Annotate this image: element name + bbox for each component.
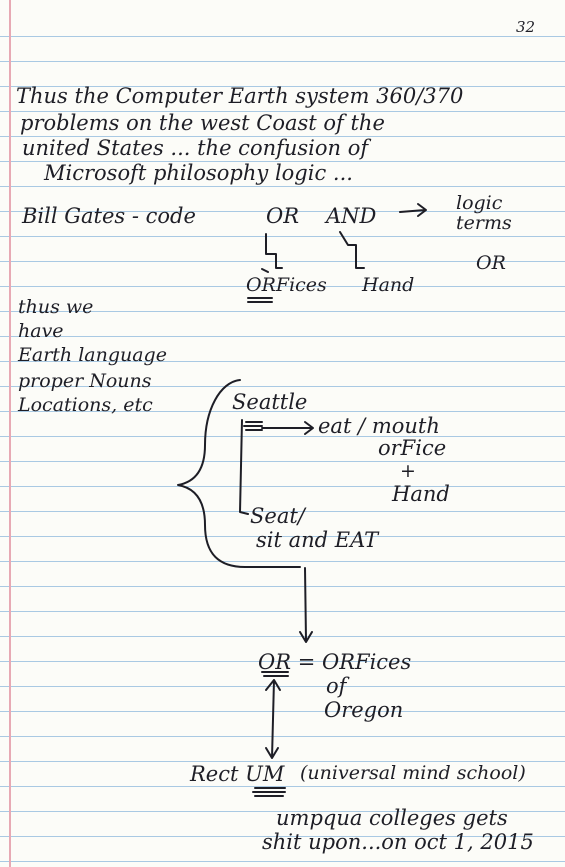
seattle-to-seat-line xyxy=(239,419,249,515)
um-underline xyxy=(252,787,286,797)
orfices-label: ORFices xyxy=(246,274,327,296)
orfices-underline xyxy=(247,297,273,303)
or-right: OR xyxy=(476,252,506,274)
left-note-line-4: proper Nouns xyxy=(18,370,152,392)
and-connector xyxy=(339,231,365,269)
page-number: 32 xyxy=(516,18,536,36)
or-equals-orfices: OR = ORFices xyxy=(258,650,412,674)
universal-mind-label: (universal mind school) xyxy=(300,762,526,784)
paragraph-line-2: problems on the west Coast of the xyxy=(20,111,385,135)
arrow-to-logic-terms xyxy=(399,203,427,217)
left-note-line-5: Locations, etc xyxy=(18,394,153,416)
left-note-line-2: have xyxy=(18,320,64,342)
arrow-down-to-or xyxy=(299,567,313,643)
and-term: AND xyxy=(326,204,377,228)
arrow-to-eat xyxy=(261,421,314,435)
seattle-label: Seattle xyxy=(232,390,308,414)
plus-label: + xyxy=(400,460,416,482)
eat-mouth-label: eat / mouth xyxy=(318,414,440,438)
double-arrow xyxy=(265,679,281,759)
margin-line xyxy=(9,0,11,867)
or-term: OR xyxy=(266,204,300,228)
rectum-label: Rect UM xyxy=(190,762,285,786)
umpqua-line-1: umpqua colleges gets xyxy=(276,806,508,830)
paragraph-line-4: Microsoft philosophy logic ... xyxy=(44,161,353,185)
umpqua-line-2: shit upon...on oct 1, 2015 xyxy=(262,830,534,854)
paragraph-line-1: Thus the Computer Earth system 360/370 xyxy=(16,84,464,108)
or-underline xyxy=(261,671,289,677)
logic-word: logic xyxy=(456,192,503,214)
bill-gates-label: Bill Gates - code xyxy=(22,204,196,228)
hand-label: Hand xyxy=(362,274,415,296)
seat-label: Seat/ xyxy=(250,504,305,528)
paragraph-line-3: united States ... the confusion of xyxy=(22,136,369,160)
hand-label-2: Hand xyxy=(392,482,450,506)
left-note-line-1: thus we xyxy=(18,296,94,318)
seattle-underline xyxy=(243,421,263,431)
of-label: of xyxy=(326,674,347,698)
terms-word: terms xyxy=(456,212,512,234)
orfice-label: orFice xyxy=(378,436,447,460)
or-connector xyxy=(265,233,283,269)
oregon-label: Oregon xyxy=(324,698,404,722)
sit-and-eat-label: sit and EAT xyxy=(256,528,379,552)
big-bracket xyxy=(177,379,246,568)
or-tick xyxy=(261,268,269,273)
left-note-line-3: Earth language xyxy=(18,344,167,366)
